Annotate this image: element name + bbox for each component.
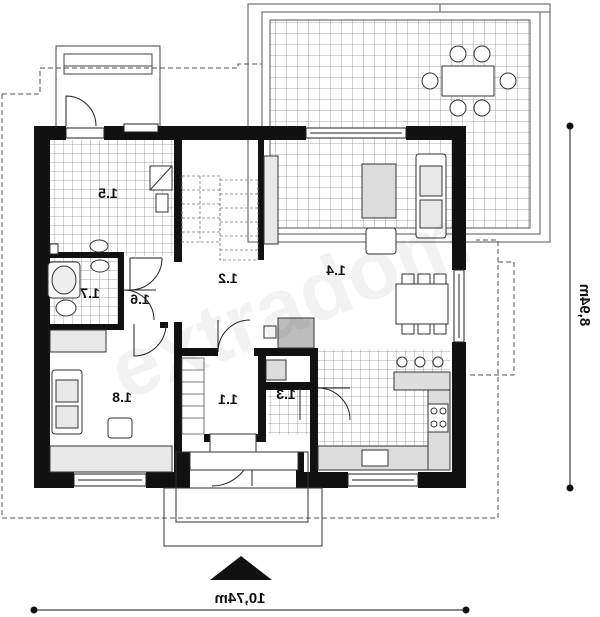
room-label-1-1: 1.1 xyxy=(218,391,238,407)
room-label-1-8: 1.8 xyxy=(112,389,132,405)
room-label-1-7: 1.7 xyxy=(80,285,100,301)
dimension-lines xyxy=(30,122,574,614)
width-dimension-label: 10,74m xyxy=(215,590,266,607)
entrance-porch xyxy=(163,433,323,547)
room-label-1-2: 1.2 xyxy=(218,270,238,286)
staircase xyxy=(181,175,259,261)
tiles-bathroom-1-5 xyxy=(50,140,174,256)
room-label-1-3: 1.3 xyxy=(276,386,296,402)
stairs-down xyxy=(181,357,205,435)
bedroom-furniture xyxy=(49,329,173,473)
north-arrow-icon xyxy=(210,556,272,580)
depth-dimension-label: 8,94m xyxy=(576,284,593,327)
bathroom-fixtures xyxy=(47,165,173,317)
back-canopy xyxy=(55,45,161,131)
windows xyxy=(65,123,465,487)
kitchen-fixtures xyxy=(265,356,451,471)
exterior-walls xyxy=(34,126,466,488)
room-label-1-4: 1.4 xyxy=(326,262,346,278)
terrace-table xyxy=(421,45,517,117)
terrace xyxy=(247,3,551,243)
room-label-1-5: 1.5 xyxy=(98,185,118,201)
tiles-pantry xyxy=(268,390,316,434)
room-label-1-6: 1.6 xyxy=(130,291,150,307)
room-labels: 1.1 1.2 1.3 1.4 1.5 1.6 1.7 1.8 xyxy=(80,185,346,407)
interior-walls xyxy=(50,126,318,488)
living-furniture xyxy=(263,153,449,349)
